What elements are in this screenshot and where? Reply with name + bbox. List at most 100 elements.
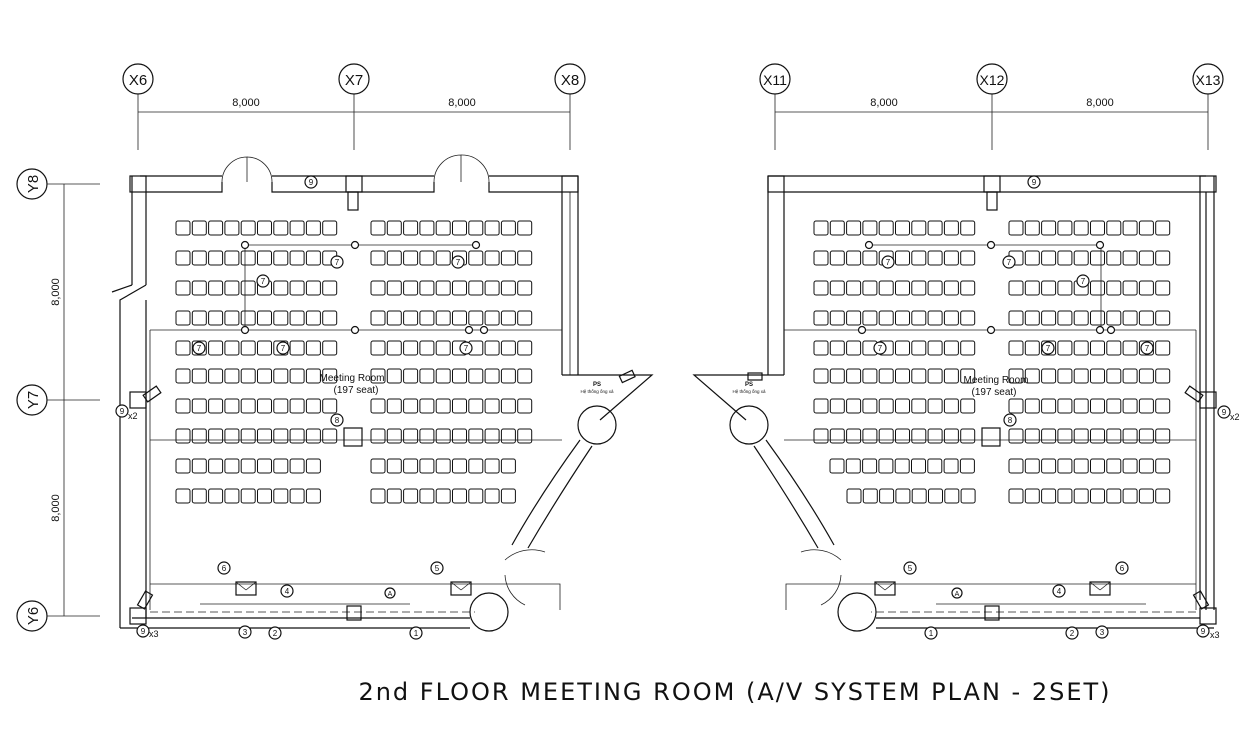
seat <box>1073 310 1089 326</box>
seat <box>452 458 467 474</box>
seat <box>517 368 533 384</box>
seat <box>1155 310 1171 326</box>
dimension-lines <box>47 94 1209 617</box>
seat <box>1073 220 1089 236</box>
seat <box>1090 340 1105 356</box>
seat <box>1024 220 1040 236</box>
room-name-left: Meeting Room <box>319 373 384 384</box>
seat <box>208 250 224 266</box>
seat <box>484 368 500 384</box>
seat <box>403 310 419 326</box>
seat <box>305 398 321 414</box>
seat <box>943 398 959 414</box>
seat <box>845 458 861 474</box>
seat <box>370 398 386 414</box>
seat <box>289 368 305 384</box>
seat <box>191 368 207 384</box>
seat <box>435 488 451 504</box>
seat <box>500 398 516 414</box>
seat <box>1155 398 1171 414</box>
seat <box>1090 220 1105 236</box>
seat <box>960 280 976 296</box>
seat <box>943 458 959 474</box>
tag-5: 5 <box>903 561 917 575</box>
seat <box>403 398 419 414</box>
drawing-title: 2nd FLOOR MEETING ROOM (A/V SYSTEM PLAN … <box>358 678 1112 706</box>
seat <box>1024 340 1040 356</box>
seat <box>1155 280 1171 296</box>
seat <box>273 310 289 326</box>
junction-marker <box>857 325 867 335</box>
svg-text:4: 4 <box>1057 587 1062 596</box>
tag-6: 6 <box>217 561 231 575</box>
seat <box>500 220 516 236</box>
tag-7: 7 <box>192 341 206 355</box>
junction-marker <box>240 240 250 250</box>
seat <box>1041 398 1057 414</box>
tag-9: 9 <box>1027 175 1041 189</box>
seat <box>240 428 256 444</box>
seat <box>435 368 451 384</box>
seat <box>322 220 338 236</box>
grid-bubble-y7: Y7 <box>16 384 48 416</box>
seat <box>895 250 910 266</box>
seat <box>862 280 878 296</box>
seat <box>191 488 207 504</box>
seat <box>208 280 224 296</box>
seat <box>386 250 402 266</box>
tag-9: 9 <box>1217 405 1231 419</box>
seat <box>419 368 435 384</box>
seat <box>1106 398 1122 414</box>
seat <box>468 488 484 504</box>
seat <box>240 310 256 326</box>
seat <box>1008 398 1024 414</box>
tag-a: A <box>951 587 963 599</box>
seat <box>452 398 467 414</box>
seat <box>517 398 533 414</box>
seat <box>1122 368 1138 384</box>
seat <box>895 488 911 504</box>
seat <box>1090 280 1105 296</box>
seat <box>175 428 191 444</box>
tag-7: 7 <box>1041 341 1055 355</box>
seat <box>1057 488 1073 504</box>
svg-text:4: 4 <box>285 587 290 596</box>
seat <box>846 340 862 356</box>
svg-text:5: 5 <box>908 564 913 573</box>
seat <box>1024 250 1040 266</box>
seat <box>452 428 467 444</box>
seat <box>468 280 484 296</box>
tag-7: 7 <box>330 255 344 269</box>
multiplier-left-mid: x2 <box>128 411 138 421</box>
seat <box>1090 428 1105 444</box>
seat <box>240 458 256 474</box>
seat <box>1090 398 1105 414</box>
seat <box>1041 458 1057 474</box>
seat <box>878 310 894 326</box>
tag-6: 6 <box>1115 561 1129 575</box>
seat <box>1138 368 1154 384</box>
seat <box>1155 488 1171 504</box>
grid-bubble-x12: X12 <box>976 63 1008 95</box>
seat <box>257 310 272 326</box>
seat <box>273 398 289 414</box>
seat <box>813 368 829 384</box>
seat <box>1138 220 1154 236</box>
svg-text:X13: X13 <box>1196 72 1221 88</box>
dim-label-y7-y6: 8,000 <box>50 494 62 522</box>
seat <box>813 310 829 326</box>
seat <box>1090 310 1105 326</box>
seat <box>895 340 910 356</box>
seat <box>960 368 976 384</box>
seat <box>1155 340 1171 356</box>
seat <box>191 220 207 236</box>
junction-marker <box>1106 325 1116 335</box>
svg-text:1: 1 <box>929 629 934 638</box>
svg-text:8: 8 <box>335 416 340 425</box>
seat <box>862 428 878 444</box>
seat <box>1008 368 1024 384</box>
seat <box>878 220 894 236</box>
tag-9: 9 <box>115 404 129 418</box>
seat <box>208 488 224 504</box>
seat <box>1008 428 1024 444</box>
